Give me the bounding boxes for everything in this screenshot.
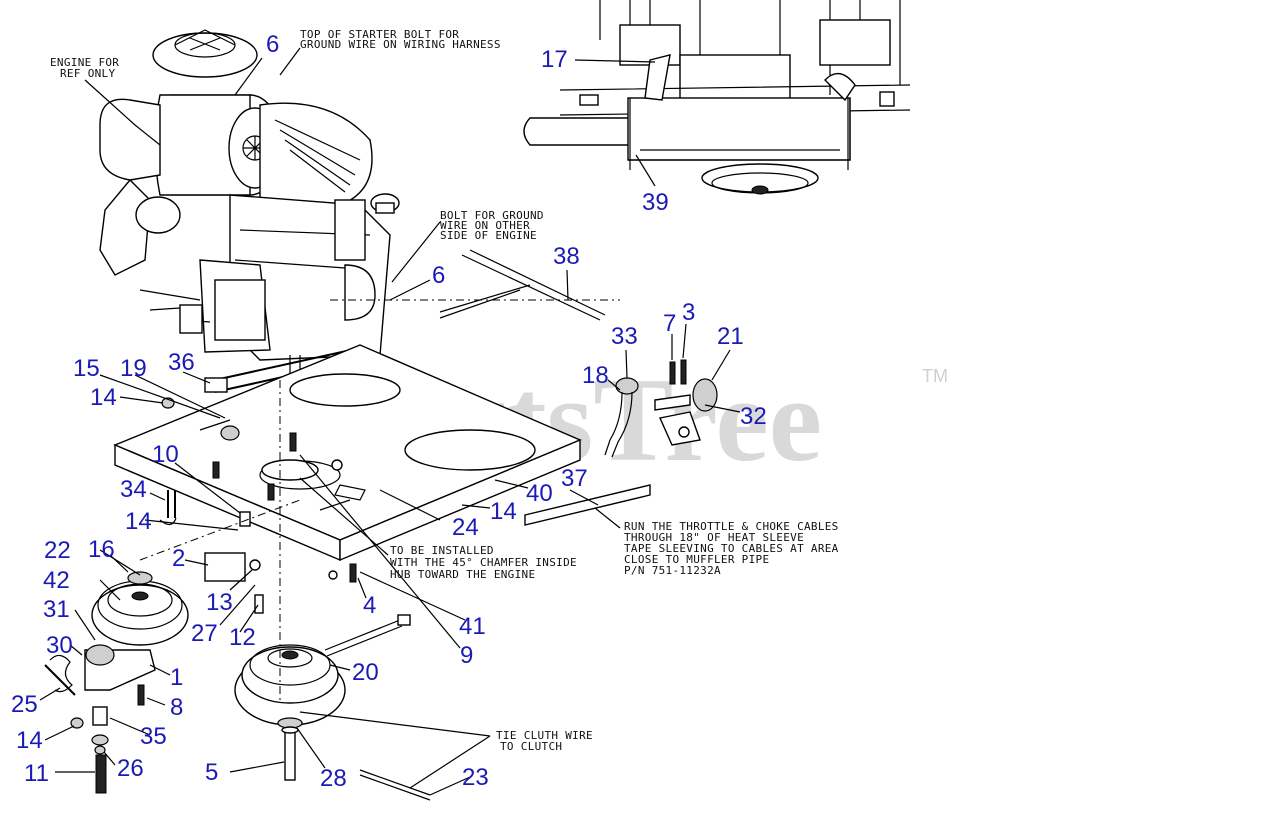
callout-32: 32 — [740, 403, 767, 430]
note-ground-bolt: BOLT FOR GROUND WIRE ON OTHER SIDE OF EN… — [440, 209, 544, 242]
callout-14: 14 — [125, 508, 152, 535]
svg-text:BOLT FOR GROUND: BOLT FOR GROUND — [440, 209, 544, 222]
callout-13: 13 — [206, 589, 233, 616]
callout-41: 41 — [459, 613, 486, 640]
callout-16: 16 — [88, 536, 115, 563]
svg-text:HUB TOWARD THE ENGINE: HUB TOWARD THE ENGINE — [390, 568, 535, 581]
callout-23: 23 — [462, 764, 489, 791]
callout-31: 31 — [43, 596, 70, 623]
callout-14: 14 — [490, 498, 517, 525]
svg-text:SIDE OF ENGINE: SIDE OF ENGINE — [440, 229, 537, 242]
callout-21: 21 — [717, 323, 744, 350]
callout-38: 38 — [553, 243, 580, 270]
svg-text:ENGINE FOR: ENGINE FOR — [50, 56, 119, 69]
callout-15: 15 — [73, 355, 100, 382]
svg-text:P/N 751-11232A: P/N 751-11232A — [624, 564, 721, 577]
svg-text:TO CLUTCH: TO CLUTCH — [500, 740, 562, 753]
callout-17: 17 — [541, 46, 568, 73]
svg-text:THROUGH 18" OF HEAT SLEEVE: THROUGH 18" OF HEAT SLEEVE — [624, 531, 804, 544]
callout-5: 5 — [205, 759, 218, 786]
callout-18: 18 — [582, 362, 609, 389]
callout-6: 6 — [432, 262, 445, 289]
callout-37: 37 — [561, 465, 588, 492]
watermark-trademark: TM — [922, 366, 948, 386]
callout-26: 26 — [117, 755, 144, 782]
callout-40: 40 — [526, 480, 553, 507]
svg-text:TOP OF STARTER BOLT FOR: TOP OF STARTER BOLT FOR — [300, 28, 459, 41]
deck-plate — [113, 344, 582, 583]
note-throttle-cables: RUN THE THROTTLE & CHOKE CABLES THROUGH … — [624, 520, 839, 577]
svg-text:RUN THE THROTTLE & CHOKE CABLE: RUN THE THROTTLE & CHOKE CABLES — [624, 520, 839, 533]
callout-39: 39 — [642, 189, 669, 216]
callout-10: 10 — [152, 441, 179, 468]
leader-lines — [39, 47, 741, 796]
throttle-bracket-parts — [604, 359, 718, 458]
clutch-illustration — [234, 614, 431, 801]
callout-11: 11 — [24, 760, 49, 787]
callout-1: 1 — [170, 664, 183, 691]
callout-24: 24 — [452, 514, 479, 541]
callout-28: 28 — [320, 765, 347, 792]
callout-34: 34 — [120, 476, 147, 503]
svg-text:TO BE INSTALLED: TO BE INSTALLED — [390, 544, 494, 557]
callout-8: 8 — [170, 694, 183, 721]
note-clutch-wire: TIE CLUTH WIRE TO CLUTCH — [496, 729, 593, 753]
callout-7: 7 — [663, 310, 676, 337]
callout-42: 42 — [43, 567, 70, 594]
callout-33: 33 — [611, 323, 638, 350]
idler-arm-parts — [44, 397, 264, 794]
callout-4: 4 — [363, 592, 376, 619]
svg-text:CLOSE TO MUFFLER PIPE: CLOSE TO MUFFLER PIPE — [624, 553, 769, 566]
callout-3: 3 — [682, 299, 695, 326]
callout-36: 36 — [168, 349, 195, 376]
callout-6: 6 — [266, 31, 279, 58]
callout-30: 30 — [46, 632, 73, 659]
callout-12: 12 — [229, 624, 256, 651]
note-engine-ref: ENGINE FOR REF ONLY — [50, 56, 119, 80]
callout-25: 25 — [11, 691, 38, 718]
svg-text:GROUND WIRE ON WIRING HARNESS: GROUND WIRE ON WIRING HARNESS — [300, 38, 501, 51]
muffler-illustration — [523, 0, 911, 195]
centerline — [139, 499, 301, 561]
svg-text:WIRE ON OTHER: WIRE ON OTHER — [440, 219, 530, 232]
svg-text:TAPE SLEEVING TO CABLES AT ARE: TAPE SLEEVING TO CABLES AT AREA — [624, 542, 839, 555]
rod-link — [439, 284, 531, 319]
callout-35: 35 — [140, 723, 167, 750]
callout-19: 19 — [120, 355, 147, 382]
note-starter-bolt: TOP OF STARTER BOLT FOR GROUND WIRE ON W… — [300, 28, 501, 51]
callout-14: 14 — [16, 727, 43, 754]
callout-20: 20 — [352, 659, 379, 686]
callout-9: 9 — [460, 642, 473, 669]
svg-text:REF ONLY: REF ONLY — [60, 67, 115, 80]
throttle-rod — [461, 249, 606, 321]
note-chamfer: TO BE INSTALLED WITH THE 45° CHAMFER INS… — [390, 544, 577, 581]
callout-2: 2 — [172, 545, 185, 572]
svg-text:WITH THE 45° CHAMFER INSIDE: WITH THE 45° CHAMFER INSIDE — [390, 556, 577, 569]
callout-22: 22 — [44, 537, 71, 564]
callout-14: 14 — [90, 384, 117, 411]
callout-labels: 6 17 39 6 38 33 7 3 21 18 32 15 19 36 14… — [11, 31, 767, 792]
heat-sleeve — [524, 484, 651, 526]
callout-27: 27 — [191, 620, 218, 647]
svg-text:TIE CLUTH WIRE: TIE CLUTH WIRE — [496, 729, 593, 742]
engine-illustration — [99, 29, 400, 395]
